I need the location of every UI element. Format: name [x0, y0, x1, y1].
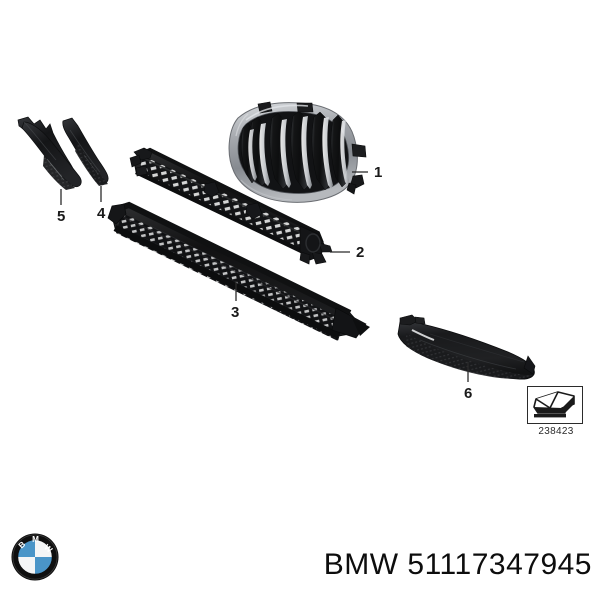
reference-box: 238423 — [527, 386, 585, 438]
exploded-parts-illustration — [17, 101, 536, 382]
logo-letter-b: B — [17, 540, 27, 551]
callout-number-5: 5 — [57, 208, 66, 225]
part-3-lower-mesh-grille — [107, 201, 370, 341]
reference-number: 238423 — [538, 426, 574, 437]
part-6-lower-trim-cover — [397, 314, 536, 380]
callout-number-3: 3 — [231, 304, 240, 321]
logo-letter-w: W — [42, 543, 54, 555]
callout-number-1: 1 — [374, 164, 383, 181]
brand-part-number: BMW 51117347945 — [323, 548, 592, 581]
reference-box-frame — [527, 386, 583, 424]
block-arrow-icon — [533, 391, 575, 418]
part-5-right-trim-bracket — [17, 116, 82, 190]
part-1-kidney-grille — [228, 101, 367, 203]
bmw-roundel-logo: B M W — [11, 533, 59, 581]
part-4-left-trim-bracket — [62, 117, 109, 186]
callout-number-2: 2 — [356, 244, 365, 261]
callout-number-4: 4 — [97, 205, 106, 222]
callout-leader-lines — [60, 171, 469, 382]
callout-number-6: 6 — [464, 385, 473, 402]
logo-letter-m: M — [32, 535, 39, 544]
grille-slats — [241, 110, 349, 191]
